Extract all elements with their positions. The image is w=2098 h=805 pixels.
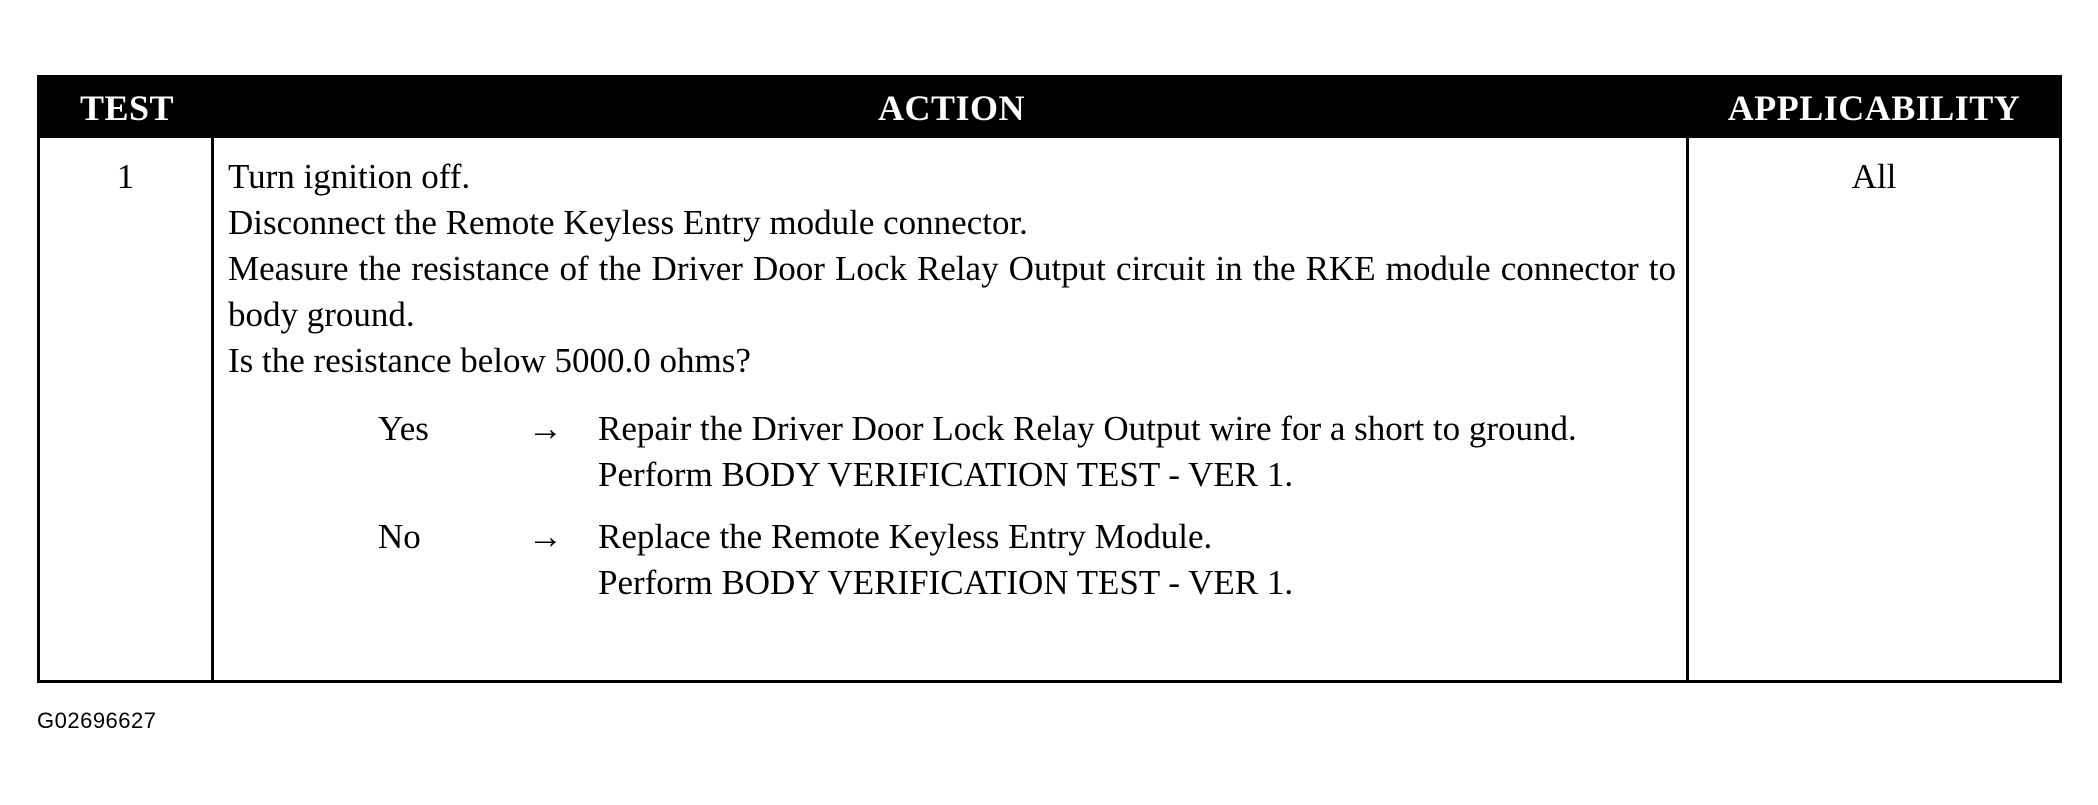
action-question: Is the resistance below 5000.0 ohms? [228,341,751,380]
test-number: 1 [116,157,135,196]
action-measure-text: Measure the resistance of the Driver Doo… [228,249,1676,334]
option-yes: Yes → Repair the Driver Door Lock Relay … [228,406,1676,498]
header-action: ACTION [877,88,1026,128]
option-no: No → Replace the Remote Keyless Entry Mo… [228,514,1676,606]
option-no-label: No [378,517,421,556]
option-yes-followup: Perform BODY VERIFICATION TEST - VER 1. [598,455,1294,494]
option-no-followup: Perform BODY VERIFICATION TEST - VER 1. [598,563,1294,602]
figure-id: G02696627 [37,708,157,733]
option-yes-text: Repair the Driver Door Lock Relay Output… [598,409,1577,448]
action-cell: Turn ignition off. Disconnect the Remote… [214,138,1689,680]
option-no-arrow-icon: → [528,517,563,556]
option-yes-arrow-icon: → [528,409,563,448]
decision-options: Yes → Repair the Driver Door Lock Relay … [228,406,1676,606]
applicability-value: All [1851,157,1897,196]
option-yes-text-block: Repair the Driver Door Lock Relay Output… [598,406,1676,498]
applicability-cell: All [1689,138,2059,680]
option-yes-label: Yes [378,409,429,448]
option-no-text: Replace the Remote Keyless Entry Module. [598,517,1213,556]
option-no-text-block: Replace the Remote Keyless Entry Module.… [598,514,1676,606]
header-applicability: APPLICABILITY [1727,88,2021,128]
header-test: TEST [79,88,175,128]
diagnostic-test-table: TEST ACTION APPLICABILITY 1 Turn ignitio… [37,75,2062,683]
table-header-row: TEST ACTION APPLICABILITY [40,78,2059,138]
table-row: 1 Turn ignition off. Disconnect the Remo… [40,138,2059,680]
action-line-ignition-off: Turn ignition off. [228,157,471,196]
test-number-cell: 1 [40,138,214,680]
action-line-disconnect: Disconnect the Remote Keyless Entry modu… [228,203,1028,242]
